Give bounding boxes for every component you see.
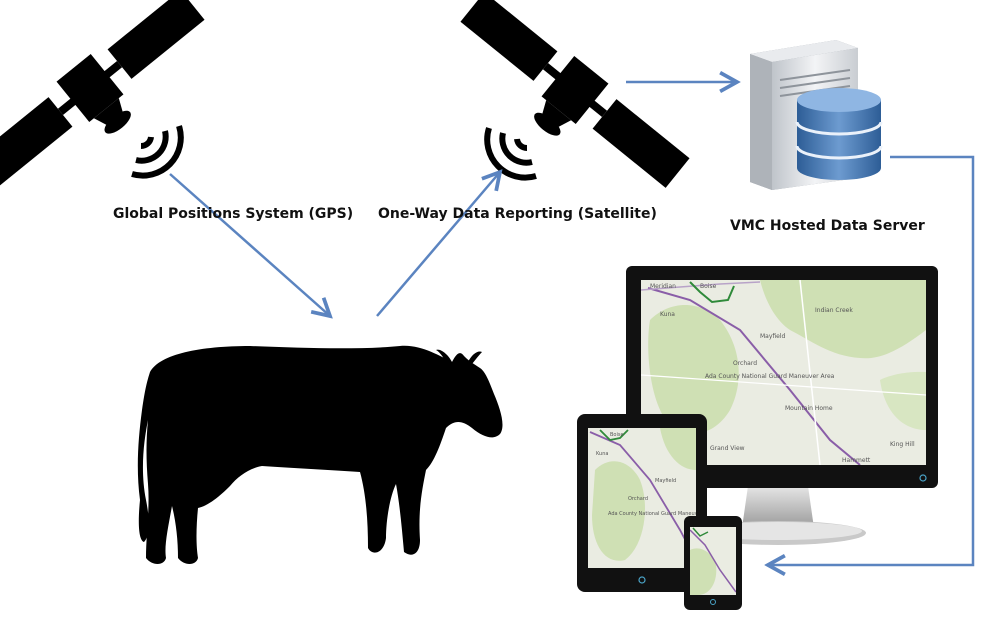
gps-satellite-icon bbox=[0, 0, 205, 186]
satellite-link-label: One-Way Data Reporting (Satellite) bbox=[378, 206, 657, 222]
map-label: Indian Creek bbox=[815, 307, 853, 314]
arrow-gps-to-cow bbox=[169, 173, 330, 316]
phone-icon bbox=[684, 516, 742, 610]
tablet-icon: Boise Kuna Mayfield Orchard Ada County N… bbox=[577, 414, 716, 592]
map-label: Grand View bbox=[710, 445, 745, 452]
map-label: Mountain Home bbox=[785, 405, 833, 412]
map-label: Orchard bbox=[733, 360, 757, 367]
map-label: Kuna bbox=[660, 311, 675, 318]
map-label: Kuna bbox=[596, 451, 608, 457]
database-icon bbox=[795, 88, 883, 180]
map-label: Mayfield bbox=[760, 333, 786, 340]
map-label: Boise bbox=[700, 283, 717, 290]
arrow-cow-to-satellite bbox=[376, 172, 500, 317]
tablet-home-icon bbox=[638, 576, 646, 584]
map-label: Mayfield bbox=[655, 478, 676, 484]
flow-arrows bbox=[169, 82, 975, 565]
map-label: Ada County National Guard Maneuver Area bbox=[705, 373, 835, 380]
map-label: King Hill bbox=[890, 441, 915, 448]
map-label: Hammett bbox=[842, 457, 871, 464]
cow-silhouette bbox=[137, 345, 503, 564]
map-label: Orchard bbox=[628, 496, 648, 502]
arrow-server-to-devices bbox=[768, 155, 975, 565]
phone-home-icon bbox=[710, 599, 716, 605]
server-label: VMC Hosted Data Server bbox=[730, 218, 925, 234]
power-led-icon bbox=[919, 474, 927, 482]
gps-label: Global Positions System (GPS) bbox=[113, 206, 354, 222]
reporting-satellite-icon bbox=[460, 0, 690, 188]
map-label: Ada County National Guard Maneuver Area bbox=[608, 511, 716, 517]
map-label: Meridian bbox=[650, 283, 676, 290]
desktop-monitor-icon: Meridian Boise Kuna Orchard Mayfield Ada… bbox=[626, 266, 938, 545]
map-label: Boise bbox=[610, 432, 624, 438]
